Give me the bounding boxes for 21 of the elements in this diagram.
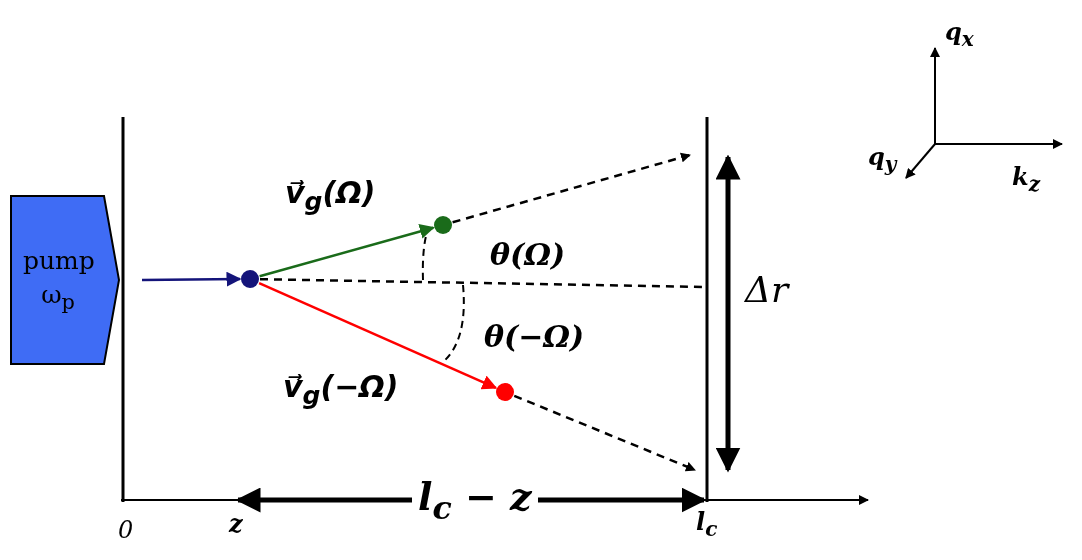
angle-label: θ(Ω) xyxy=(490,240,566,270)
axis-label: q$_{y}$ xyxy=(868,145,897,174)
dot xyxy=(496,383,514,401)
dot xyxy=(434,216,452,234)
angle-label: θ(−Ω) xyxy=(484,322,585,352)
axis-tick-label: l$_{c}$ xyxy=(696,510,718,539)
arrow xyxy=(142,271,242,287)
dimension-label: Δr xyxy=(745,272,789,308)
dashed-arrow xyxy=(452,152,691,224)
dot xyxy=(241,270,259,288)
axis-label: k$_{z}$ xyxy=(1012,165,1040,194)
arrow xyxy=(259,224,435,278)
dashed-arrow xyxy=(513,394,696,472)
block-label: pump ω$_{p}$ xyxy=(23,245,93,316)
axis-tick-label: 0 xyxy=(118,518,134,542)
arrow xyxy=(258,281,498,390)
edge-label: v⃗$_{g}$(−Ω) xyxy=(283,372,399,408)
axis-tick-label: z xyxy=(229,512,243,536)
pump-block xyxy=(10,195,120,365)
axis-label: q$_{x}$ xyxy=(945,20,974,49)
edge-label: v⃗$_{g}$(Ω) xyxy=(285,178,376,214)
